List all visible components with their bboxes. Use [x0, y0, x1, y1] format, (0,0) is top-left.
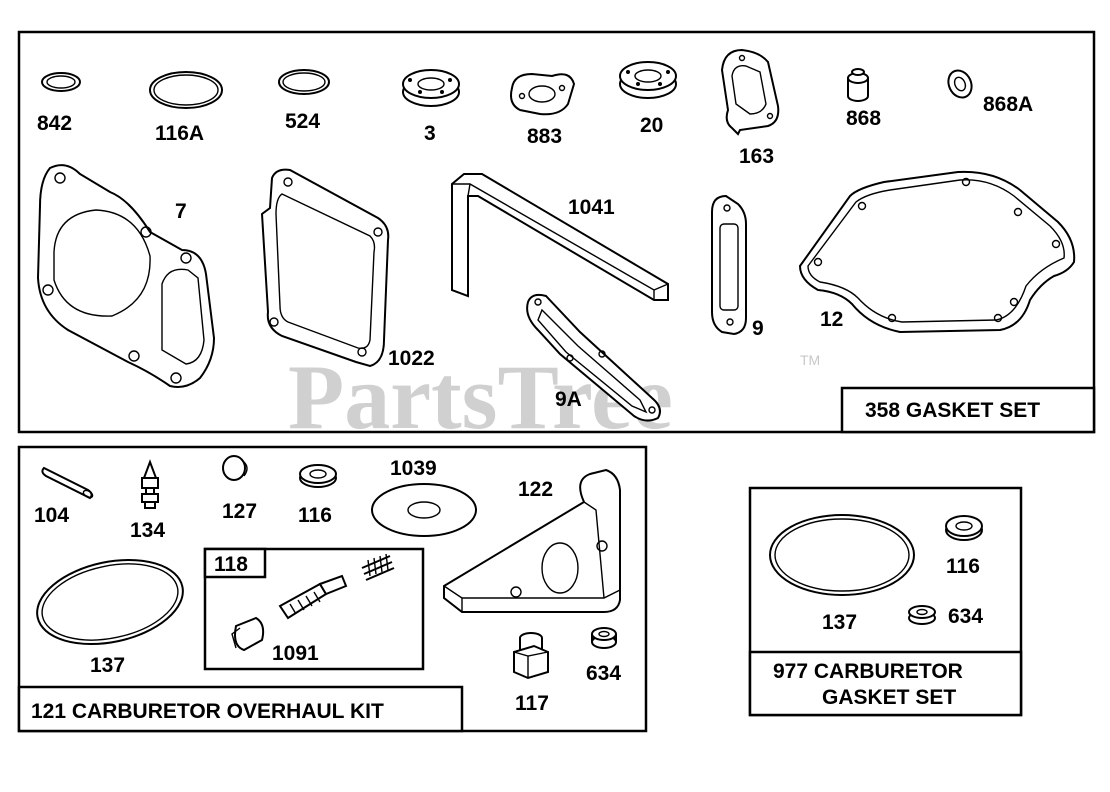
gasket-set-title-box	[840, 386, 1096, 434]
part-524-oring	[278, 69, 330, 95]
part-868a-washer	[947, 69, 973, 99]
label-116a: 116A	[155, 122, 204, 145]
carb-gasket-set-title-line2: GASKET SET	[822, 686, 956, 709]
part-137-oring-carb-set	[769, 514, 915, 596]
label-883: 883	[527, 125, 562, 148]
label-12: 12	[820, 308, 843, 331]
part-1039-diaphragm	[371, 483, 477, 537]
part-104-pin	[41, 466, 94, 500]
part-634-washer	[591, 627, 617, 649]
label-116-carb-set: 116	[946, 555, 980, 578]
label-868a: 868A	[983, 93, 1033, 116]
subkit-118-title: 118	[214, 553, 248, 576]
part-116-washer	[299, 464, 337, 488]
label-842: 842	[37, 112, 72, 135]
label-116: 116	[298, 504, 332, 527]
part-3-oil-seal	[402, 69, 460, 107]
part-134-needle	[141, 459, 159, 509]
label-1022: 1022	[388, 347, 435, 370]
label-122: 122	[518, 478, 553, 501]
label-868: 868	[846, 107, 881, 130]
part-20-oil-seal	[619, 61, 677, 99]
part-12-crankcase-gasket	[798, 170, 1076, 334]
part-116-washer-carb-set	[945, 515, 983, 541]
part-1091-screw-assembly	[231, 553, 395, 652]
gasket-set-panel	[17, 30, 1096, 434]
label-634-carb-set: 634	[948, 605, 983, 628]
carb-gasket-set-title-line1: 977 CARBURETOR	[773, 660, 963, 683]
label-634: 634	[586, 662, 621, 685]
part-137-oring	[36, 558, 184, 646]
label-1041: 1041	[568, 196, 615, 219]
label-137: 137	[90, 654, 125, 677]
label-1091: 1091	[272, 642, 319, 665]
part-9a-gasket	[526, 293, 661, 422]
label-137-carb-set: 137	[822, 611, 857, 634]
part-1041-strip	[451, 173, 669, 301]
part-127-plug	[222, 455, 248, 481]
label-117: 117	[515, 692, 549, 715]
part-842-oring	[41, 72, 81, 92]
label-20: 20	[640, 114, 663, 137]
label-134: 134	[130, 519, 165, 542]
label-163: 163	[739, 145, 774, 168]
label-9: 9	[752, 317, 764, 340]
part-117-fitting	[513, 632, 549, 680]
label-104: 104	[34, 504, 69, 527]
label-524: 524	[285, 110, 320, 133]
overhaul-kit-title-box	[17, 685, 464, 733]
part-7-head-gasket	[36, 164, 216, 388]
part-883-gasket	[510, 72, 576, 116]
subkit-118-box	[203, 547, 425, 671]
part-163-gasket	[720, 48, 780, 136]
subkit-118-title-box	[203, 547, 267, 579]
part-868-valve-seal	[847, 68, 869, 102]
part-1022-gasket	[260, 168, 390, 368]
gasket-set-title: 358 GASKET SET	[865, 399, 1040, 422]
part-634-washer-carb-set	[908, 605, 936, 625]
label-127: 127	[222, 500, 257, 523]
watermark-tm: TM	[800, 352, 820, 368]
label-9a: 9A	[555, 388, 582, 411]
carb-gasket-set-title-box	[748, 650, 1023, 717]
label-3: 3	[424, 122, 436, 145]
part-122-spacer	[443, 468, 621, 613]
part-116a-oring	[149, 71, 223, 109]
label-7: 7	[175, 200, 187, 223]
overhaul-kit-title: 121 CARBURETOR OVERHAUL KIT	[31, 700, 384, 723]
part-9-gasket	[711, 194, 747, 336]
label-1039: 1039	[390, 457, 437, 480]
